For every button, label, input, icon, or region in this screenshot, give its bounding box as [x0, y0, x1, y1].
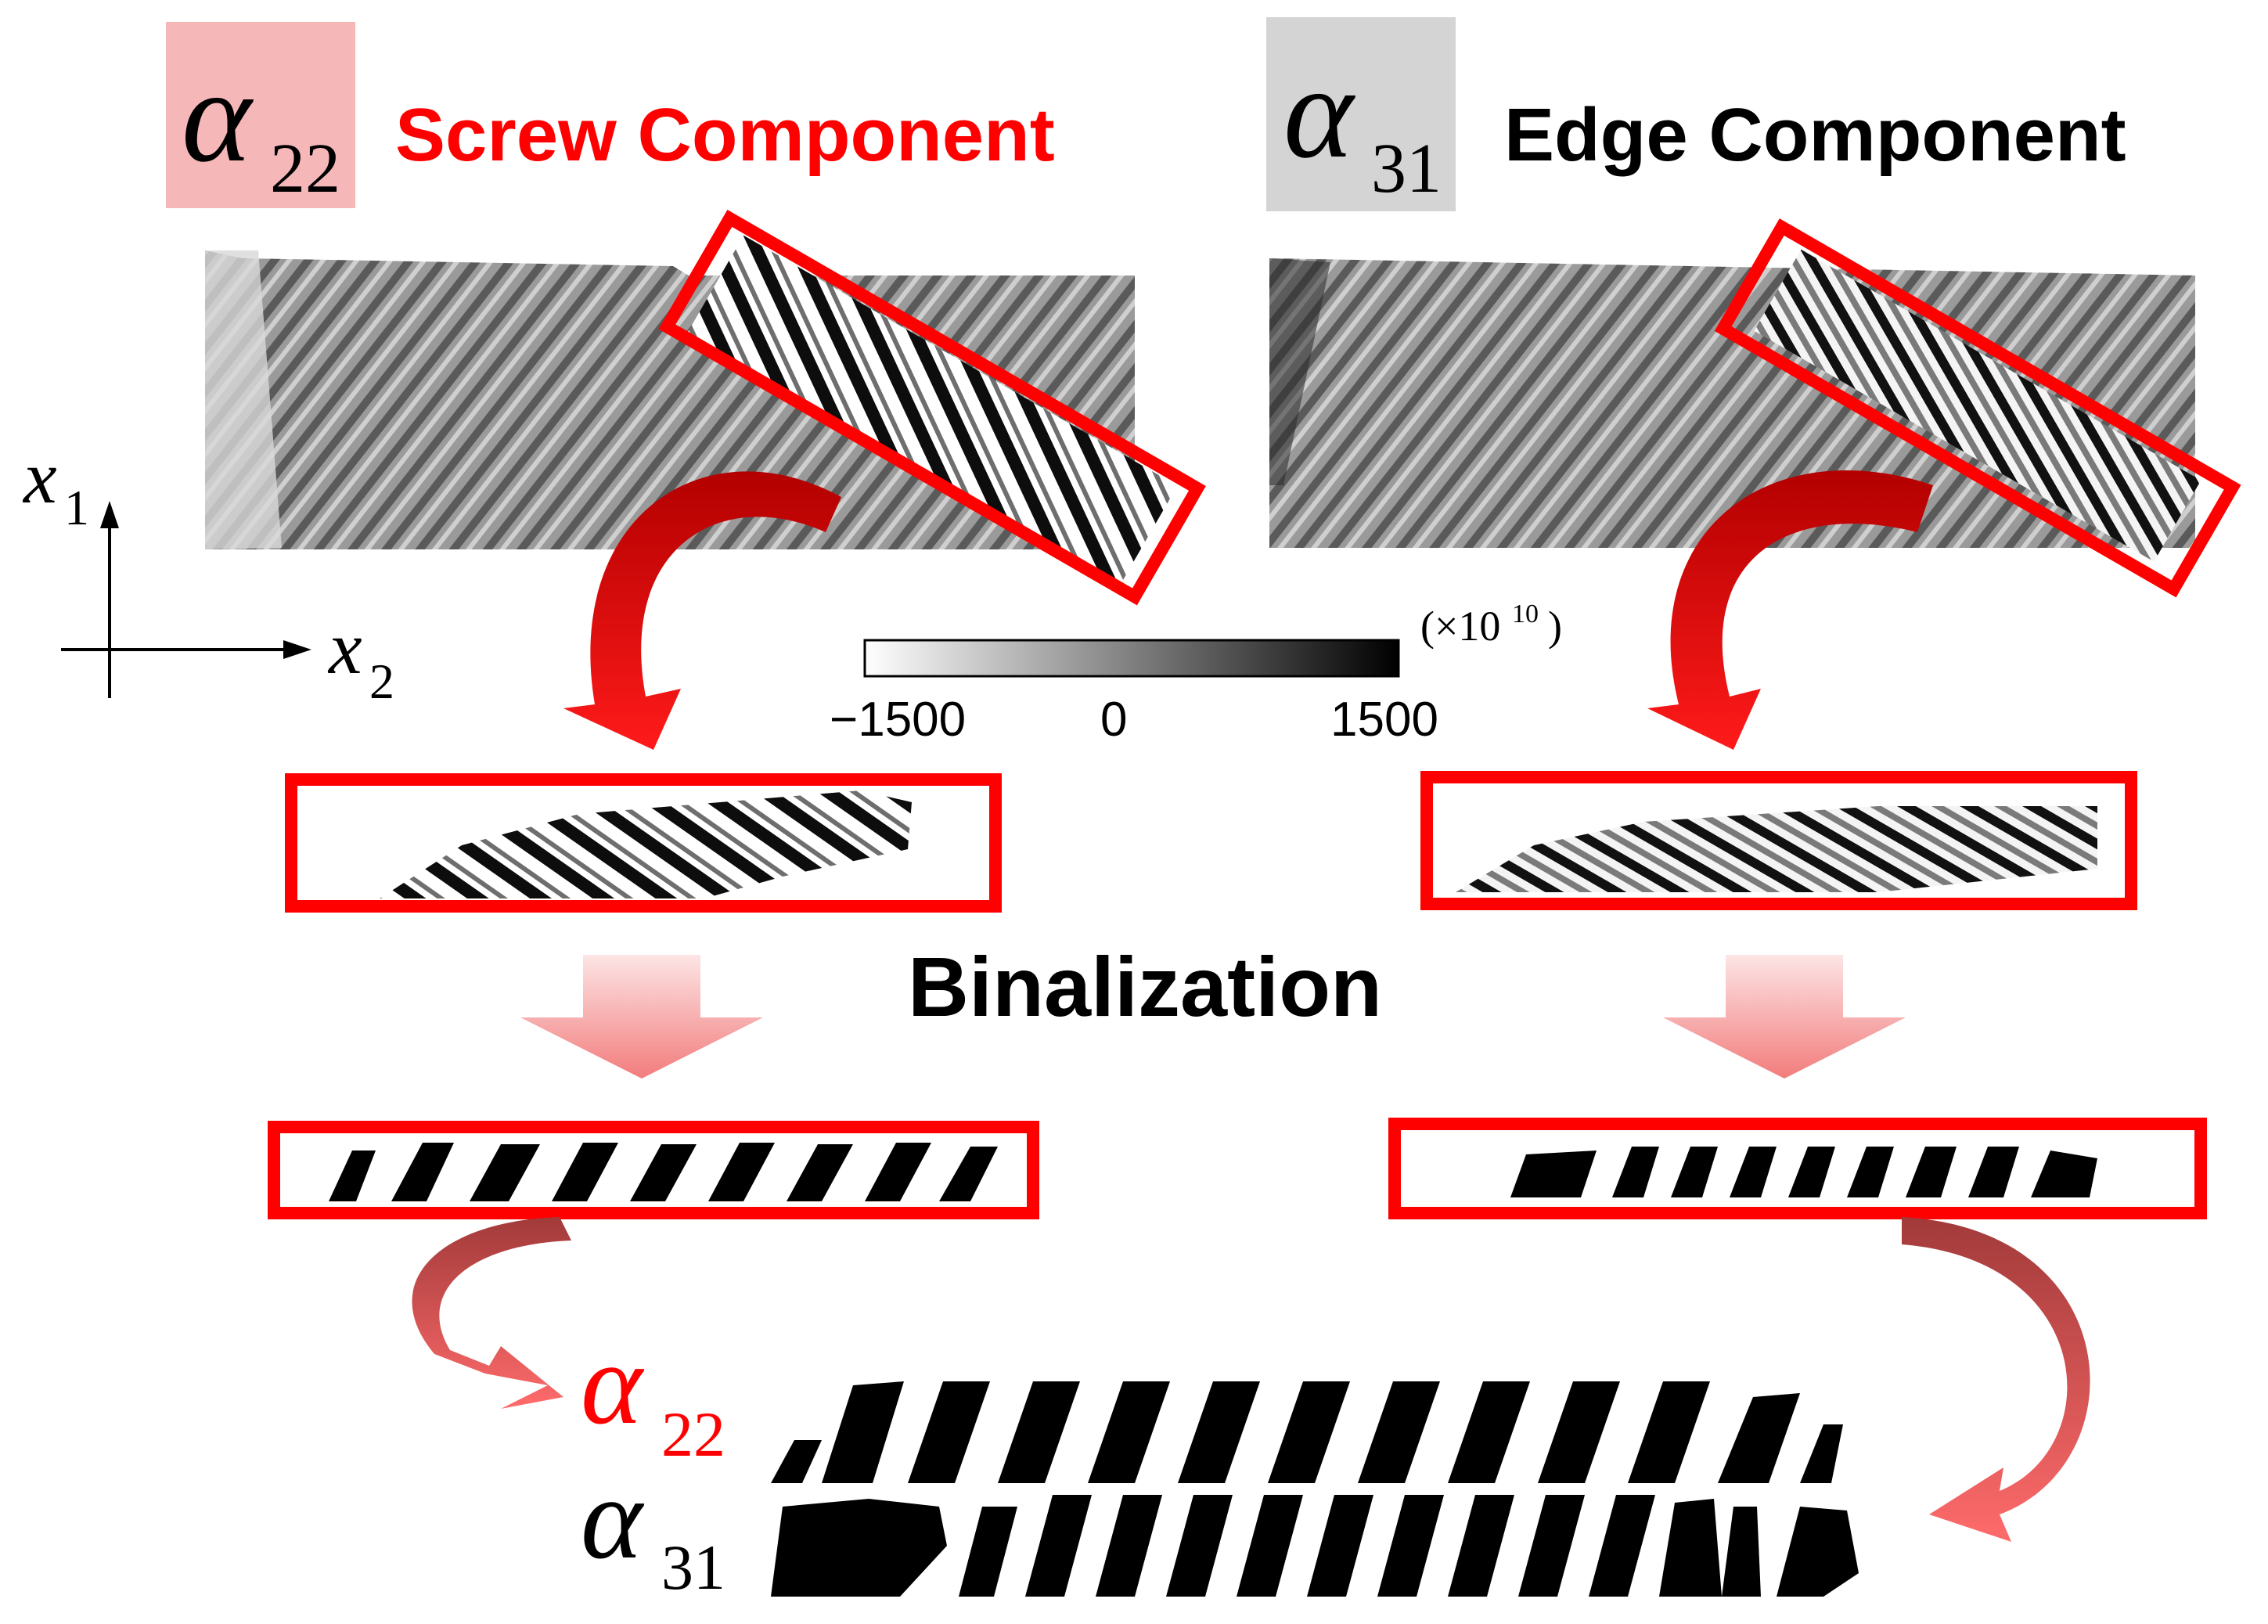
binarization-step: Binalization: [520, 939, 1906, 1078]
colorbar-unit-exponent: 10: [1512, 600, 1539, 628]
result-labels: α 22 α 31: [581, 1319, 725, 1603]
screw-merge-arrow: [412, 1217, 571, 1409]
screw-merge-arrow-shape: [412, 1217, 571, 1409]
x1-axis-label: x: [22, 435, 57, 519]
screw-header: α 22 Screw Component: [166, 22, 1055, 208]
screw-binary-blobs: [329, 1143, 998, 1201]
result-screw-subscript: 22: [661, 1399, 725, 1470]
x2-axis-arrowhead: [283, 640, 311, 659]
result-screw-binary: [771, 1381, 1843, 1483]
x2-axis-subscript: 2: [369, 654, 394, 709]
edge-symbol-subscript: 31: [1371, 130, 1442, 207]
edge-merge-arrow-shape: [1902, 1217, 2090, 1542]
colorbar-gradient: [865, 640, 1399, 676]
screw-symbol-subscript: 22: [270, 130, 340, 207]
edge-header: α 31 Edge Component: [1266, 17, 2126, 211]
result-edge-blobs: [771, 1495, 1859, 1597]
screw-symbol: α: [182, 42, 254, 189]
edge-binarization-arrow: [1663, 955, 1906, 1078]
edge-crop-texture: [1456, 806, 2097, 892]
colorbar: (×10 10 ) −1500 0 1500: [830, 600, 1562, 747]
screw-binarization-arrow: [520, 955, 763, 1078]
colorbar-max-label: 1500: [1330, 693, 1438, 747]
colorbar-unit-prefix: (×10: [1420, 603, 1500, 650]
result-screw-symbol: α: [581, 1319, 645, 1449]
edge-merge-arrow: [1902, 1217, 2090, 1542]
x2-axis-label: x: [327, 606, 362, 690]
edge-crop-panel: [1427, 777, 2131, 904]
result-edge-symbol: α: [581, 1453, 645, 1583]
edge-binary-blobs: [1510, 1147, 2097, 1197]
edge-binary-panel: [1395, 1124, 2201, 1213]
screw-component-title: Screw Component: [395, 93, 1055, 177]
colorbar-min-label: −1500: [830, 693, 966, 747]
edge-symbol: α: [1283, 38, 1356, 185]
colorbar-mid-label: 0: [1100, 693, 1127, 747]
x1-axis-subscript: 1: [64, 480, 89, 535]
screw-field-map: [205, 218, 1197, 597]
result-edge-binary: [771, 1495, 1859, 1597]
result-edge-subscript: 31: [661, 1532, 725, 1603]
screw-binary-panel: [274, 1127, 1033, 1213]
edge-component-title: Edge Component: [1504, 93, 2126, 177]
screw-crop-texture: [380, 790, 912, 898]
colorbar-unit-suffix: ): [1548, 603, 1562, 650]
result-screw-blobs: [771, 1381, 1843, 1483]
x1-axis-arrowhead: [100, 501, 119, 528]
binarization-label: Binalization: [908, 939, 1382, 1034]
screw-crop-panel: [291, 780, 995, 906]
